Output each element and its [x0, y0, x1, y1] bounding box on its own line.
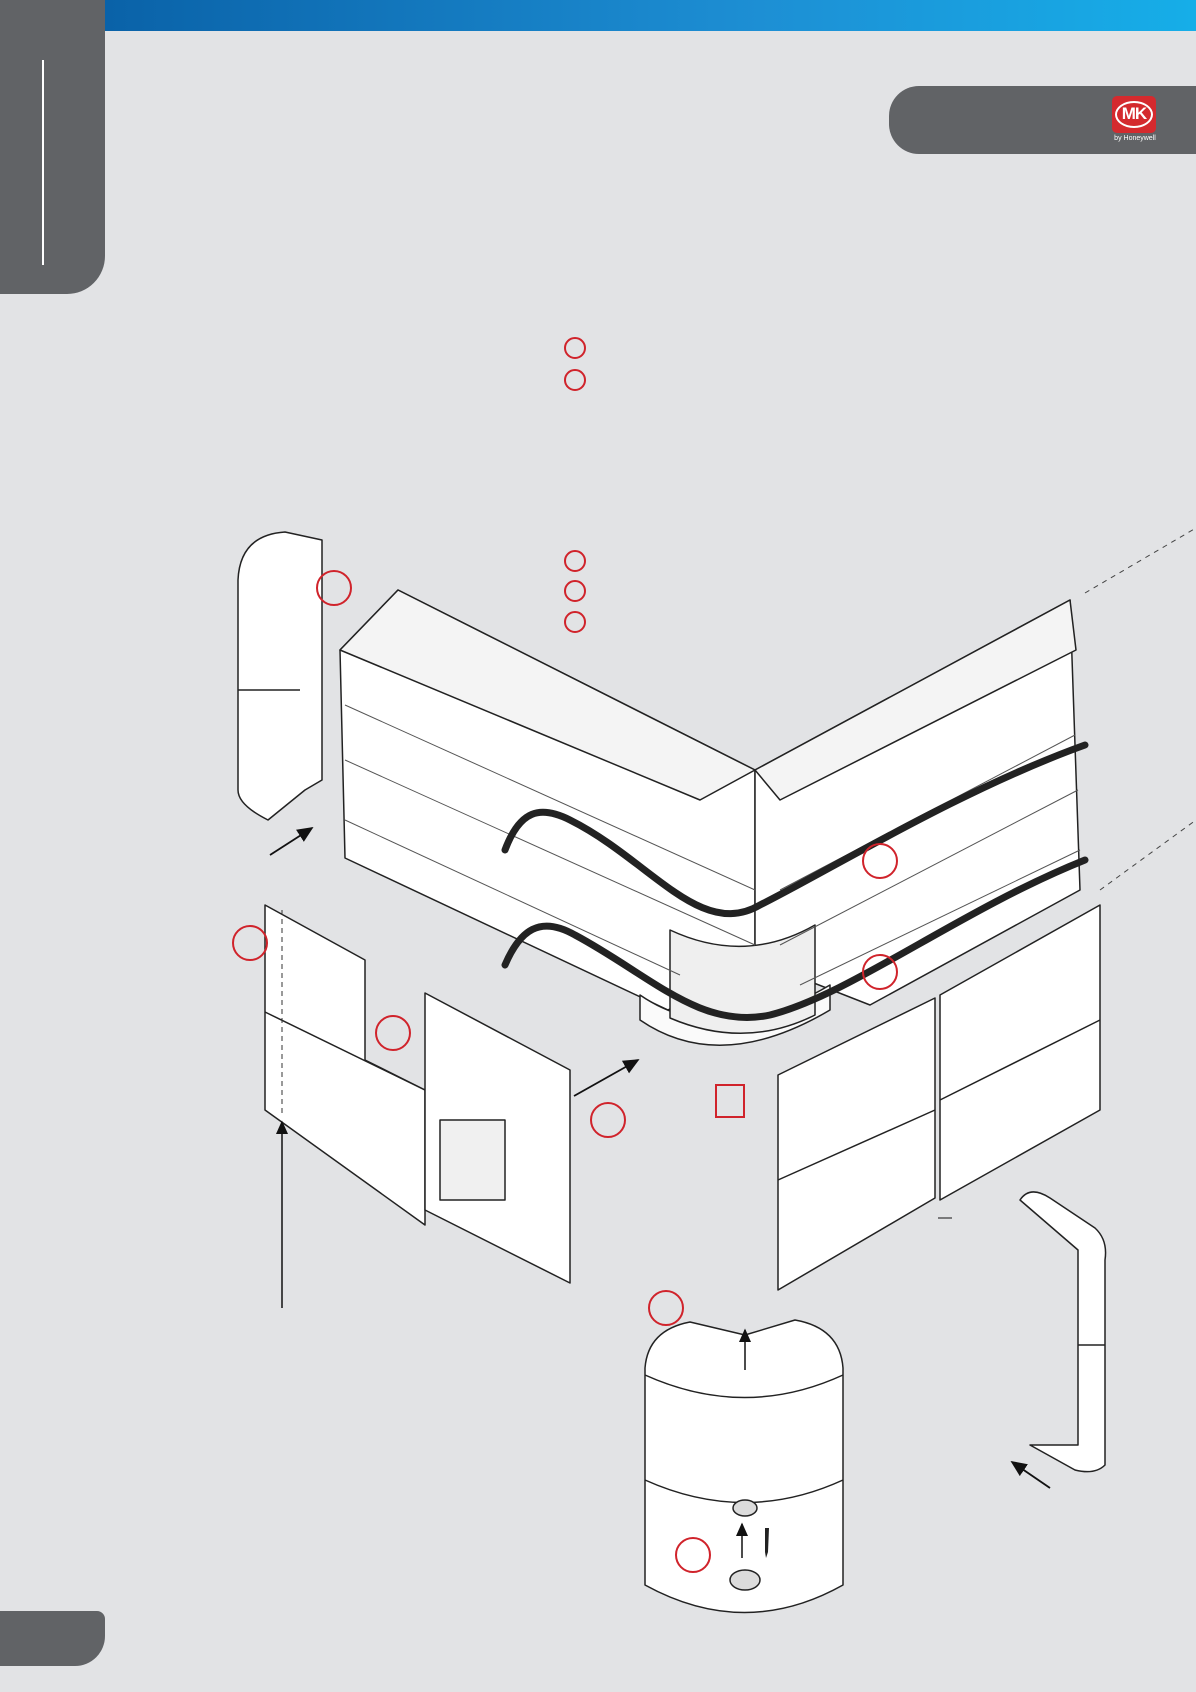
arrow-icon	[269, 827, 314, 856]
diagram-callout-cover-joint	[375, 1015, 411, 1051]
legend-callout-2	[564, 369, 586, 391]
diagram-callout-outlet-cover	[590, 1102, 626, 1138]
front-cover-left	[264, 904, 571, 1284]
top-banner	[105, 0, 1196, 31]
right-end-cap	[1019, 1191, 1107, 1473]
logo-text: MK	[1121, 104, 1147, 123]
legend-callout-5	[564, 611, 586, 633]
logo-subtext: by Honeywell	[1114, 135, 1156, 142]
diagram-callout-upper-cable	[862, 843, 898, 879]
logo-ring	[1115, 101, 1153, 128]
corner-cover	[644, 1319, 844, 1614]
left-end-cap	[237, 531, 323, 821]
legend-callout-3	[564, 550, 586, 572]
legend-callout-4	[564, 580, 586, 602]
arrow-icon	[1010, 1460, 1051, 1489]
diagram-callout-front-cover	[232, 925, 268, 961]
diagram-callout-lower-cable	[862, 954, 898, 990]
screw-icon	[765, 1528, 769, 1558]
square-marker	[715, 1084, 745, 1118]
arrow-icon	[573, 1059, 640, 1097]
diagram-callout-screw	[675, 1537, 711, 1573]
legend-callout-1	[564, 337, 586, 359]
cables	[501, 741, 1089, 1022]
side-tab-divider	[42, 60, 44, 265]
diagram-callout-end-cap	[316, 570, 352, 606]
dashed-guide-lines	[1084, 527, 1196, 891]
footer-tab	[0, 1611, 105, 1666]
mk-logo-icon: MK	[1112, 96, 1156, 133]
diagram-callout-corner-cover	[648, 1290, 684, 1326]
side-tab	[0, 0, 105, 294]
trunking-corner-body	[339, 589, 1081, 1046]
front-cover-right	[777, 904, 1101, 1291]
